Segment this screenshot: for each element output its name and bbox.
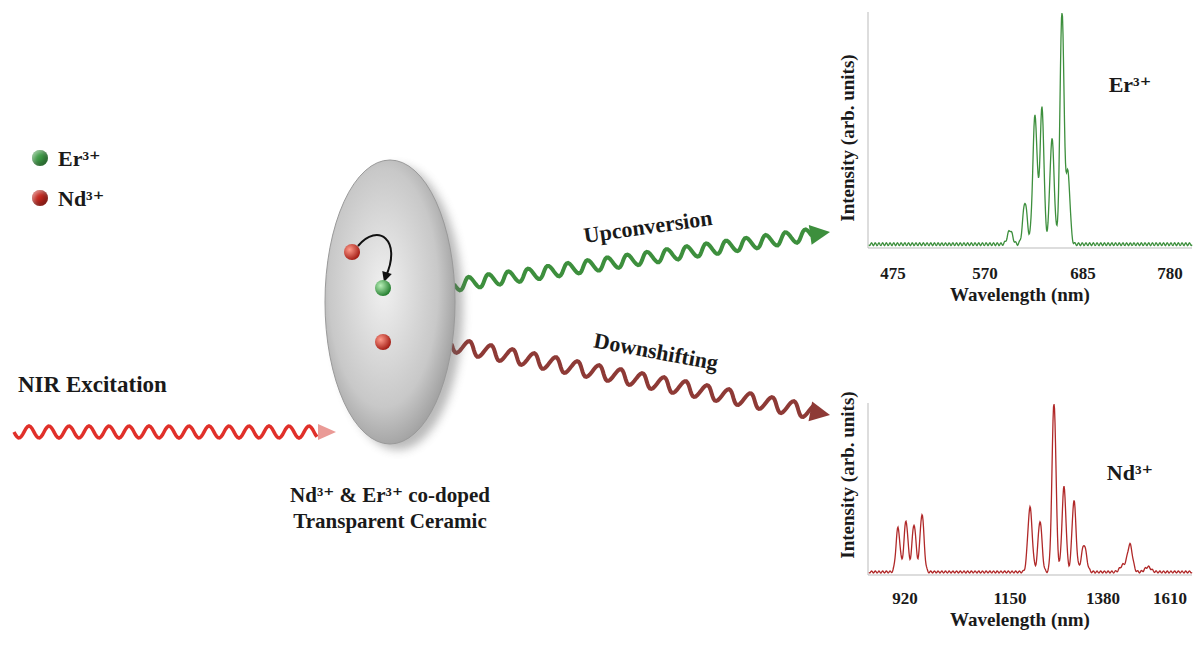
excitation-label: NIR Excitation [18,372,167,397]
plot-axes [868,12,1192,248]
excitation-wave [14,426,317,438]
spectrum-line [869,13,1192,246]
spectrum-line [869,404,1192,573]
transfer-arrow [358,235,391,276]
spectrum-plot [830,10,1196,295]
arrowhead [809,402,830,422]
disc-outline [325,160,455,444]
tick-label: 570 [972,264,998,284]
ion-label: Er³⁺ [1109,72,1152,97]
spectrum-panel: Nd³⁺Intensity (arb. units)Wavelength (nm… [830,335,1196,620]
tick-label: 920 [892,589,918,609]
tick-label: 1610 [1153,589,1187,609]
legend-text: Er³⁺ [58,146,101,171]
axis-title: Wavelength (nm) [950,609,1090,631]
tick-label: 780 [1157,264,1183,284]
tick-label: 1150 [993,589,1026,609]
disc-illustration [250,160,530,480]
tick-label: 685 [1070,264,1096,284]
ion-dot [344,244,360,260]
process-label: Downshifting [592,329,720,376]
legend-swatch [32,150,48,166]
plot-axes [868,403,1192,575]
process-label: Upconversion [582,206,714,248]
arrowhead [809,225,830,245]
ion-dot [375,280,391,296]
ion-label: Nd³⁺ [1107,460,1153,485]
excitation-arrowhead [318,424,336,440]
axis-title: Wavelength (nm) [950,284,1090,306]
sample-caption: Nd³⁺ & Er³⁺ co-doped Transparent Ceramic [260,482,520,535]
tick-label: 475 [880,264,906,284]
legend-text: Nd³⁺ [58,186,104,211]
ion-dot [375,334,391,350]
axis-title: Intensity (arb. units) [837,391,859,558]
legend-swatch [32,190,48,206]
axis-title: Intensity (arb. units) [837,54,859,221]
ceramic-disc: Nd³⁺ & Er³⁺ co-doped Transparent Ceramic [250,160,530,543]
spectrum-panel: Er³⁺Intensity (arb. units)Wavelength (nm… [830,10,1196,295]
tick-label: 1380 [1086,589,1120,609]
